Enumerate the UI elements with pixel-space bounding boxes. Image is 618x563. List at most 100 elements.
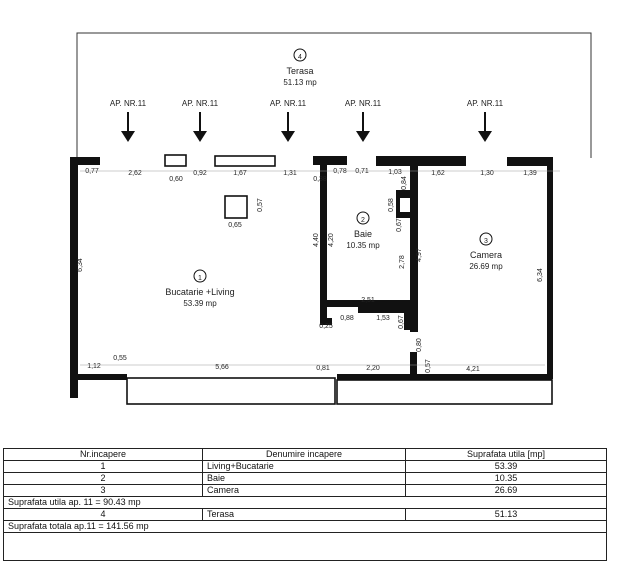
subtotal-text: Suprafata utila ap. 11 = 90.43 mp — [3, 496, 607, 509]
dimension-label: 0,65 — [228, 222, 242, 229]
window-walls — [126, 154, 553, 405]
dimension-label: 0,55 — [113, 355, 127, 362]
dimension-label: 1,62 — [431, 170, 445, 177]
dimension-label: 0,71 — [355, 168, 369, 175]
dimension-label: 1,03 — [388, 169, 402, 176]
header-area: Suprafata utila [mp] — [405, 448, 607, 461]
entrance-label: AP. NR.11 — [467, 99, 504, 108]
room-number-circle — [479, 232, 493, 246]
dimension-label: 6,34 — [77, 258, 84, 272]
dimension-label: 0,25 — [319, 323, 333, 330]
dimension-label: 0,80 — [416, 338, 423, 352]
dimension-label: 0,58 — [388, 198, 395, 212]
walls — [70, 156, 553, 398]
table-header: Nr.incapere Denumire incapere Suprafata … — [3, 448, 607, 461]
dimension-label: 0,60 — [169, 176, 183, 183]
wall — [337, 374, 552, 380]
dimension-label: 4,40 — [313, 233, 320, 247]
dimension-label: 1,39 — [523, 170, 537, 177]
wall — [326, 300, 408, 307]
room-area: 26.69 mp — [469, 262, 503, 271]
arrow-head-icon — [121, 131, 135, 142]
wall — [70, 157, 100, 165]
header-nr: Nr.incapere — [3, 448, 203, 461]
room-number: 4 — [298, 54, 302, 61]
dimension-label: 0,67 — [396, 218, 403, 232]
dimension-label: 2,78 — [399, 255, 406, 269]
room-number-circle — [356, 211, 370, 225]
wall — [358, 307, 410, 313]
entrance-label: AP. NR.11 — [182, 99, 219, 108]
room-name: Camera — [470, 250, 502, 260]
wall-segment — [336, 379, 553, 405]
room-number: 1 — [198, 275, 202, 282]
room-area: 53.39 mp — [183, 299, 217, 308]
room-number: 3 — [484, 238, 488, 245]
wall — [507, 157, 552, 166]
wall — [404, 300, 410, 330]
room-name: Terasa — [286, 66, 313, 76]
room-name: Baie — [354, 229, 372, 239]
room-number: 2 — [361, 217, 365, 224]
entrance-label: AP. NR.11 — [110, 99, 147, 108]
dimension-label: 4,21 — [466, 366, 480, 373]
chimney-shaft — [224, 195, 248, 219]
room-name: Bucatarie +Living — [165, 287, 234, 297]
arrow-head-icon — [193, 131, 207, 142]
header-name: Denumire incapere — [202, 448, 406, 461]
wall — [70, 374, 127, 380]
entrance-label: AP. NR.11 — [270, 99, 307, 108]
dimension-label: 2,62 — [128, 170, 142, 177]
dimension-label: 1,30 — [480, 170, 494, 177]
wall — [320, 318, 332, 325]
arrow-head-icon — [356, 131, 370, 142]
room-table: Nr.incapere Denumire incapere Suprafata … — [3, 448, 607, 561]
wall — [410, 310, 418, 332]
subtotal-row: Suprafata utila ap. 11 = 90.43 mp — [3, 496, 607, 509]
dimension-label: 5,66 — [215, 364, 229, 371]
wall-segment — [164, 154, 187, 167]
dimension-label: 0,81 — [316, 365, 330, 372]
terrace-outline — [76, 32, 592, 158]
dimension-label: 0,38 — [313, 176, 327, 183]
wall — [313, 156, 347, 165]
wall — [410, 166, 418, 316]
total-text: Suprafata totala ap.11 = 141.56 mp — [3, 520, 607, 533]
dimension-label: 0,57 — [257, 198, 264, 212]
room-area: 51.13 mp — [283, 78, 317, 87]
dimension-label: 1,53 — [376, 315, 390, 322]
wall — [70, 157, 78, 397]
empty-row — [3, 532, 607, 561]
arrow-head-icon — [478, 131, 492, 142]
wall-segment — [214, 155, 276, 167]
wall — [320, 165, 327, 325]
dimension-label: 4,97 — [416, 248, 423, 262]
dimension-label: 1,67 — [233, 170, 247, 177]
total-row: Suprafata totala ap.11 = 141.56 mp — [3, 520, 607, 533]
wall — [396, 190, 400, 212]
room-number-circle — [293, 48, 307, 62]
dimension-label: 1,12 — [87, 363, 101, 370]
dimension-label: 4,20 — [328, 233, 335, 247]
dimension-label: 6,34 — [537, 268, 544, 282]
wall — [376, 156, 466, 166]
dimension-label: 0,77 — [85, 168, 99, 175]
dimension-label: 2,20 — [366, 365, 380, 372]
dimension-label: 0,92 — [193, 170, 207, 177]
dimension-label: 0,67 — [398, 315, 405, 329]
wall — [396, 212, 410, 218]
dimension-label: 1,31 — [283, 170, 297, 177]
wall — [396, 190, 410, 198]
room-area: 10.35 mp — [346, 241, 380, 250]
dimension-label: 2,51 — [361, 297, 375, 304]
dimension-label: 0,88 — [340, 315, 354, 322]
wall — [70, 374, 78, 398]
